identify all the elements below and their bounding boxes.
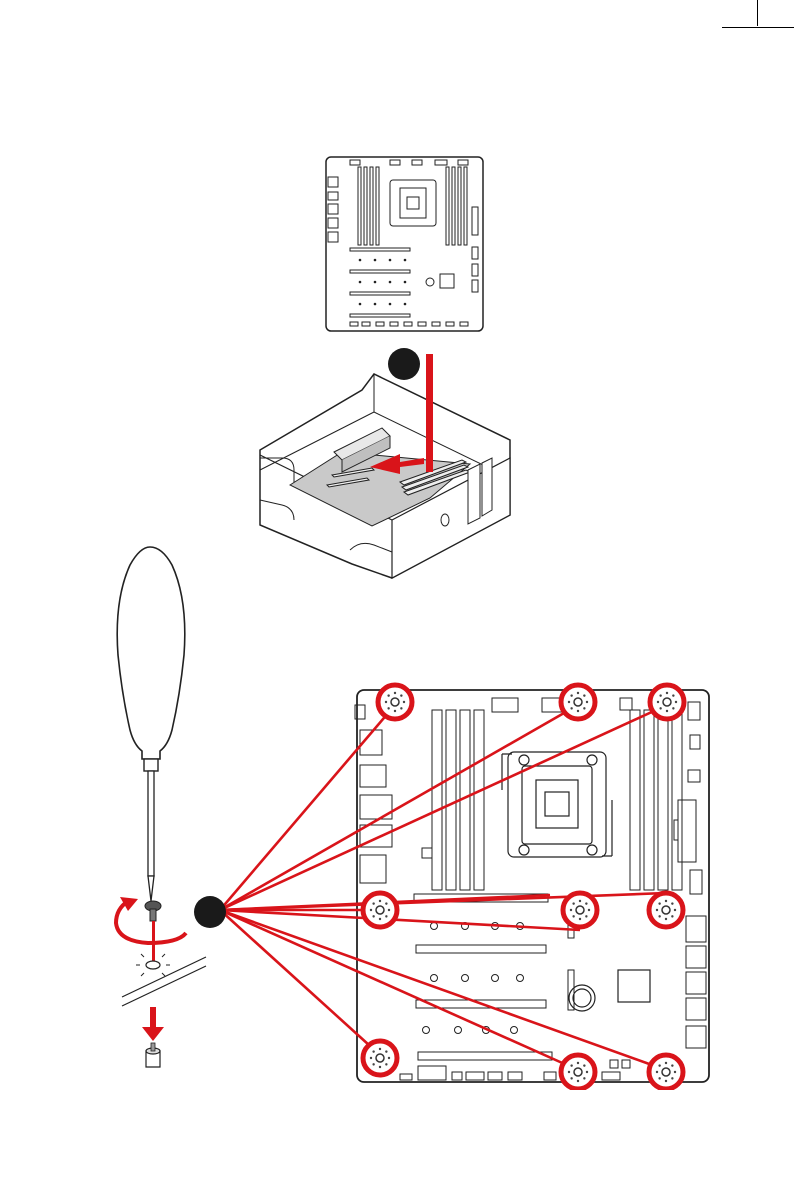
crop-mark-horizontal bbox=[722, 27, 794, 28]
mounting-hole-5 bbox=[563, 893, 597, 927]
mounting-hole-4 bbox=[363, 893, 397, 927]
mounting-hole-6 bbox=[649, 893, 683, 927]
step-badge-2 bbox=[194, 896, 226, 928]
mounting-hole-3 bbox=[650, 685, 684, 719]
down-arrow-icon bbox=[142, 1007, 164, 1041]
mounting-hole-2 bbox=[561, 685, 595, 719]
screw-icon bbox=[145, 901, 161, 921]
standoff-icon bbox=[146, 1043, 160, 1067]
step-badge-1 bbox=[388, 348, 420, 380]
mounting-hole-8 bbox=[561, 1055, 595, 1089]
board-into-case bbox=[252, 340, 522, 585]
insert-down-arrow bbox=[426, 354, 433, 472]
screwdriver-icon bbox=[117, 547, 185, 901]
mounting-hole-9 bbox=[649, 1055, 683, 1089]
board-mounting-holes bbox=[190, 680, 715, 1090]
mounting-hole-1 bbox=[378, 685, 412, 719]
board-top-view bbox=[320, 152, 490, 334]
mounting-hole-7 bbox=[363, 1041, 397, 1075]
crop-mark-vertical bbox=[757, 0, 758, 26]
